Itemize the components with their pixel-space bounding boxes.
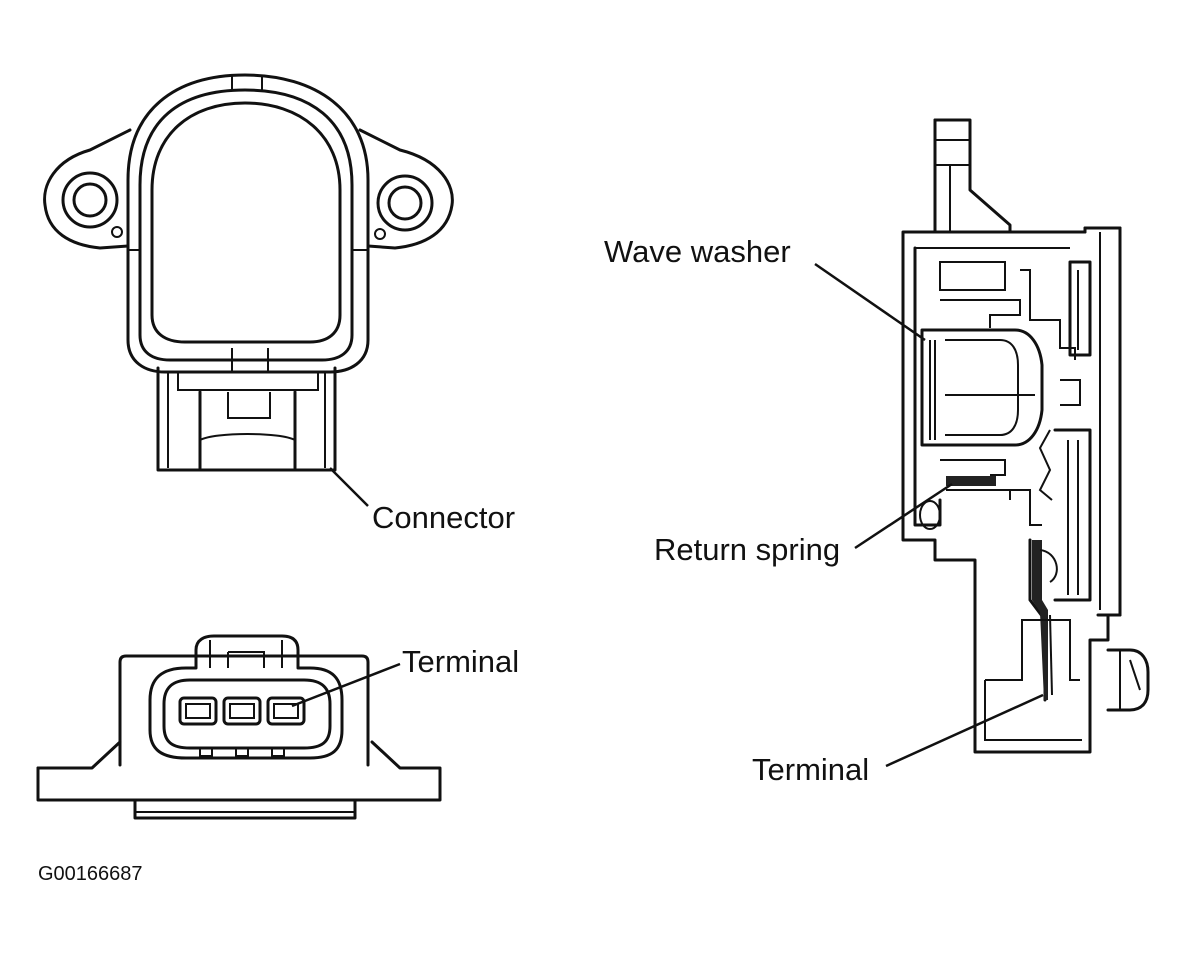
wave-washer-label: Wave washer [604, 234, 791, 269]
connector-end-view [36, 634, 442, 820]
connector-leader [329, 467, 369, 507]
rotor [920, 328, 1044, 447]
return-spring-label: Return spring [654, 532, 840, 567]
connector-body [156, 366, 337, 472]
terminal-pins [178, 696, 306, 726]
figure-code: G00166687 [38, 863, 143, 885]
terminal-front-label: Terminal [402, 644, 519, 679]
mounting-hole-right [374, 174, 434, 240]
return-spring [946, 476, 1042, 526]
sensor-top-view [43, 73, 454, 472]
sensor-cross-section [901, 118, 1150, 754]
terminal-section-leader [885, 693, 1044, 768]
mounting-hole-left [61, 171, 123, 238]
terminal-strip [1028, 538, 1058, 702]
connector-label: Connector [372, 500, 515, 535]
return-spring-leader [854, 482, 953, 550]
terminal-front-leader [291, 662, 401, 708]
terminal-section-label: Terminal [752, 752, 869, 787]
wave-washer-leader [814, 262, 926, 342]
